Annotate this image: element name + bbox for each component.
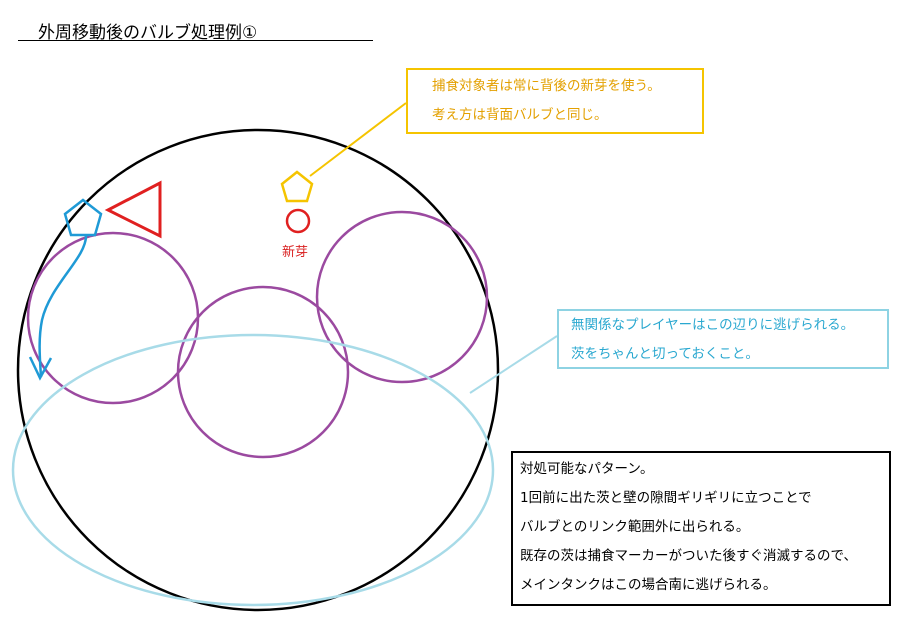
arena-boundary — [16, 128, 500, 612]
bramble-circle-center — [176, 285, 350, 459]
bramble-circle-west — [26, 231, 200, 405]
note-line: 無関係なプレイヤーはこの辺りに逃げられる。 — [571, 317, 855, 333]
note-line: 既存の茨は捕食マーカーがついた後すぐ消滅するので、 — [520, 548, 857, 564]
note-line: 対処可能なパターン。 — [520, 461, 654, 477]
predation-note: 捕食対象者は常に背後の新芽を使う。 考え方は背面バルブと同じ。 — [406, 68, 704, 134]
note-line: 考え方は背面バルブと同じ。 — [432, 107, 608, 123]
sprout-label: 新芽 — [282, 245, 309, 260]
sprout-circle-icon — [285, 208, 311, 234]
arrow-down-icon — [28, 356, 53, 381]
page-title: 外周移動後のバルブ処理例① — [38, 23, 258, 43]
main-tank-pentagon-icon — [63, 198, 103, 237]
movement-arrow-curve — [38, 235, 88, 378]
yellow-note-leader — [309, 102, 407, 177]
enemy-triangle-icon — [104, 180, 162, 239]
note-line: バルブとのリンク範囲外に出られる。 — [520, 519, 750, 535]
predation-target-pentagon-icon — [280, 170, 314, 203]
safe-zone-ellipse — [11, 333, 495, 607]
cyan-note-leader — [469, 335, 558, 394]
uninvolved-players-note: 無関係なプレイヤーはこの辺りに逃げられる。 茨をちゃんと切っておくこと。 — [557, 309, 889, 369]
note-line: 茨をちゃんと切っておくこと。 — [571, 346, 759, 362]
note-line: 捕食対象者は常に背後の新芽を使う。 — [432, 78, 661, 94]
note-line: メインタンクはこの場合南に逃げられる。 — [520, 577, 777, 593]
pattern-note: 対処可能なパターン。 1回前に出た茨と壁の隙間ギリギリに立つことで バルブとのリ… — [511, 451, 891, 606]
title-underline — [18, 40, 373, 41]
note-line: 1回前に出た茨と壁の隙間ギリギリに立つことで — [520, 490, 812, 506]
bramble-circle-east — [315, 210, 489, 384]
